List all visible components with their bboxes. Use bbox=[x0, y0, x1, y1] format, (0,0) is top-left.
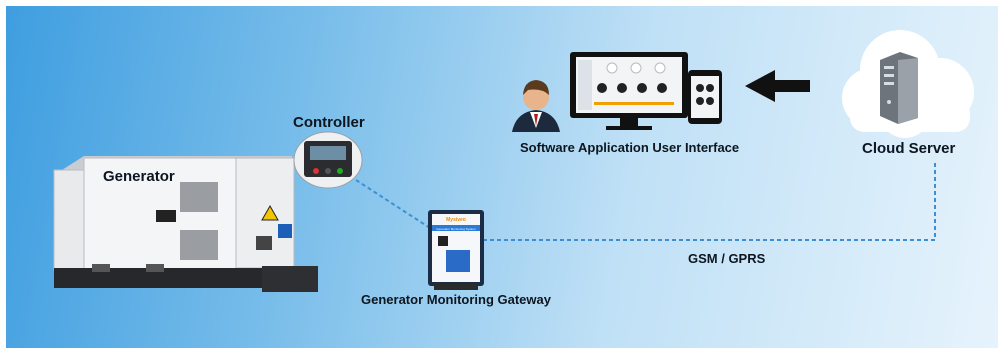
controller-gateway-connector bbox=[355, 179, 431, 229]
software-label: Software Application User Interface bbox=[520, 140, 740, 155]
server-icon bbox=[880, 52, 918, 124]
gateway-brand: Mysiveo bbox=[446, 217, 466, 223]
controller-icon bbox=[293, 131, 363, 189]
phone-icon bbox=[688, 70, 722, 124]
controller-label: Controller bbox=[293, 114, 365, 131]
data-flow-arrow-icon bbox=[745, 70, 810, 102]
gateway-subtitle: Generator Monitoring System bbox=[436, 227, 476, 231]
cloud-label: Cloud Server bbox=[862, 140, 956, 157]
generator-label: Generator bbox=[103, 168, 175, 185]
person-icon bbox=[512, 80, 560, 132]
gateway-label: Generator Monitoring Gateway bbox=[361, 292, 551, 307]
gsm-gprs-label: GSM / GPRS bbox=[688, 251, 766, 266]
generator-icon bbox=[53, 156, 318, 292]
gateway-cloud-connector bbox=[483, 160, 936, 241]
monitor-icon bbox=[570, 52, 688, 130]
gateway-device-icon bbox=[428, 210, 484, 290]
